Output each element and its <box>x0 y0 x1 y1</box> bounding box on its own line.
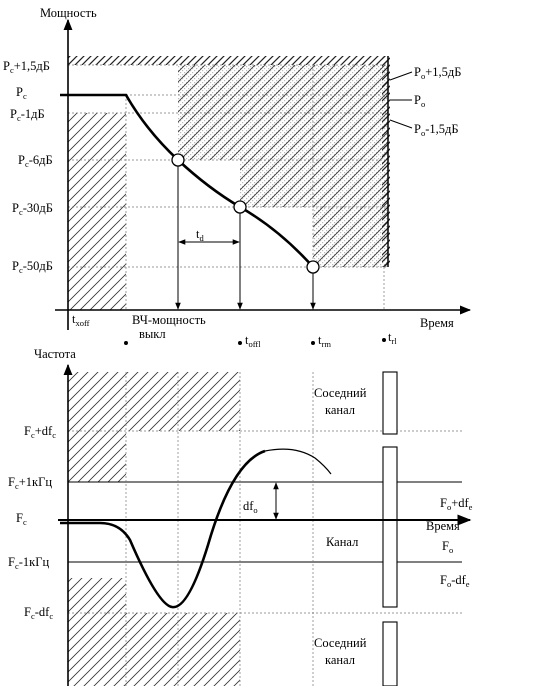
power-hatch-zone-3 <box>313 207 388 267</box>
power-hatch-zone-2 <box>240 160 388 207</box>
channel-label: Канал <box>326 535 358 549</box>
leader-po-minus15 <box>389 119 413 129</box>
level-fc-minus-1khz: Fc-1кГц <box>8 555 49 571</box>
freq-hatch-lower-mid <box>126 613 240 686</box>
dfo-label: dfo <box>243 499 258 515</box>
adjacent-channel-top-line1: Соседний <box>314 386 367 400</box>
adjacent-channel-box-top <box>382 371 398 435</box>
marker-minus30 <box>233 200 247 214</box>
level-fc-plus-dfc: Fc+dfc <box>24 424 56 440</box>
max-power-limit-band <box>68 56 388 65</box>
level-pc-minus6: Pc-6дБ <box>18 153 53 169</box>
adjacent-channel-top-line2: канал <box>325 403 355 417</box>
level-fo-minus-dfe: Fo-dfe <box>440 573 470 589</box>
rf-off-dot <box>124 341 128 345</box>
td-label: td <box>196 227 204 243</box>
frequency-curve <box>60 449 266 609</box>
time-marks: txoff ВЧ-мощность выкл toffl trm trl <box>72 312 397 349</box>
t-rl-dot <box>382 338 386 342</box>
adjacent-channel-bottom-line2: канал <box>325 653 355 667</box>
power-decay-curve <box>60 93 314 268</box>
power-hatch-zone-1 <box>178 65 388 160</box>
t-offl-dot <box>238 341 242 345</box>
power-panel: td Мощность Время Pc+1,5дБ Pc Pc-1дБ Pc-… <box>3 6 472 330</box>
level-fc-plus-1khz: Fc+1кГц <box>8 475 52 491</box>
freq-axis-title: Частота <box>34 347 76 361</box>
level-po: Po <box>414 93 425 109</box>
level-fc-minus-dfc: Fc-dfc <box>24 605 53 621</box>
level-po-plus15: Po+1,5дБ <box>414 65 461 81</box>
power-time-axis-title: Время <box>420 316 454 330</box>
power-lower-hatch-left <box>68 113 126 310</box>
t-xoff-label: txoff <box>72 312 90 328</box>
adjacent-channel-box-bottom <box>382 621 398 686</box>
t-rm-label: trm <box>318 333 331 349</box>
level-pc-plus15: Pc+1,5дБ <box>3 59 50 75</box>
marker-minus50 <box>306 260 320 274</box>
freq-hatch-upper-mid <box>126 372 240 431</box>
level-fc: Fc <box>16 511 27 527</box>
power-right-limit-hatch <box>382 56 390 267</box>
power-axis-title: Мощность <box>40 6 97 20</box>
t-offl-label: toffl <box>245 333 261 349</box>
level-pc-minus30: Pc-30дБ <box>12 201 53 217</box>
marker-minus6 <box>171 153 185 167</box>
rf-off-label-1: ВЧ-мощность <box>132 313 206 327</box>
level-fo: Fo <box>442 539 453 555</box>
level-pc: Pc <box>16 85 27 101</box>
t-rm-dot <box>311 341 315 345</box>
frequency-panel: dfo Частота Время Fc+dfc Fc+1кГц Fc Fc-1… <box>8 347 473 686</box>
level-pc-minus50: Pc-50дБ <box>12 259 53 275</box>
channel-box <box>382 446 398 608</box>
freq-time-axis-title: Время <box>426 519 460 533</box>
level-pc-minus1: Pc-1дБ <box>10 107 45 123</box>
leader-po-plus15 <box>389 71 413 81</box>
frequency-curve-tail <box>264 448 332 475</box>
freq-hatch-upper-left <box>68 372 126 482</box>
adjacent-channel-bottom-line1: Соседний <box>314 636 367 650</box>
t-rl-label: trl <box>388 330 397 346</box>
level-po-minus15: Po-1,5дБ <box>414 122 459 138</box>
rf-off-label-2: выкл <box>139 327 166 341</box>
freq-hatch-lower-left <box>68 578 126 686</box>
level-fo-plus-dfe: Fo+dfe <box>440 496 473 512</box>
